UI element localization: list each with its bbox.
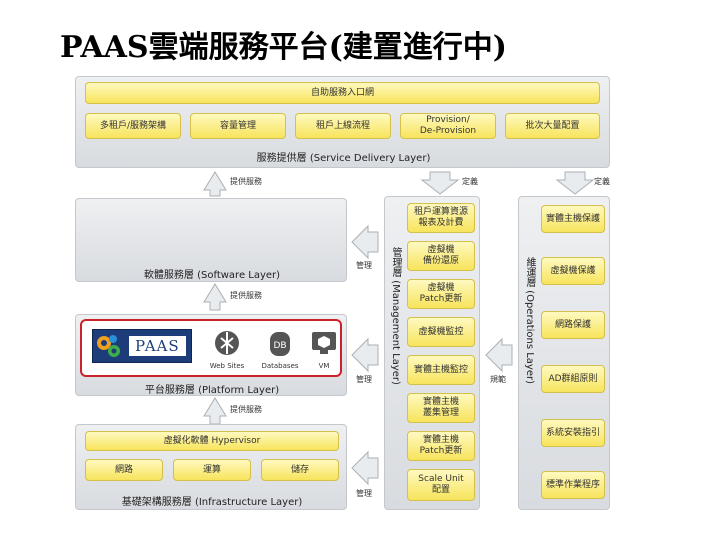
service-item-label: 容量管理 (219, 120, 256, 131)
operations-layer: 維運層 (Operations Layer) 實體主機保護 虛擬機保護 網路保護… (518, 196, 610, 510)
service-item: 批次大量配置 (505, 113, 600, 139)
operations-item-label: 標準作業程序 (545, 479, 600, 490)
left-arrow-platform (351, 337, 379, 373)
vm-icon (312, 332, 336, 354)
infra-item-label: 網路 (114, 464, 133, 475)
operations-item: AD群組原則 (541, 365, 605, 393)
operations-item-label: 網路保護 (554, 319, 591, 330)
management-item: 實體主機 叢集管理 (407, 393, 475, 423)
management-item-label: 租戶運算資源 報表及計費 (413, 207, 468, 228)
infrastructure-layer: 虛擬化軟體 Hypervisor 網路 運算 儲存 基礎架構服務層 (Infra… (75, 424, 347, 510)
service-item-label: Provision/ De-Provision (419, 115, 477, 136)
vm-tile: VM (306, 328, 342, 370)
vm-label: VM (318, 362, 330, 370)
operations-item: 系統安裝指引 (541, 419, 605, 447)
infra-item: 運算 (173, 459, 251, 481)
operations-item: 標準作業程序 (541, 471, 605, 499)
up-arrow-3 (203, 397, 227, 425)
platform-layer-label: 平台服務層 (Platform Layer) (144, 385, 280, 396)
service-item-label: 多租戶/服務架構 (99, 120, 167, 131)
infra-item-label: 運算 (202, 464, 221, 475)
management-item-label: 虛擬機監控 (418, 326, 464, 337)
management-item: 虛擬機監控 (407, 317, 475, 347)
provide-service-label: 提供服務 (230, 405, 262, 414)
infra-item: 網路 (85, 459, 163, 481)
web-sites-icon (215, 331, 239, 355)
paas-label: PAAS (129, 336, 186, 356)
manage-label: 管理 (356, 375, 372, 384)
service-item-label: 批次大量配置 (525, 120, 580, 131)
left-arrow-infra (351, 450, 379, 486)
page-title: PAAS雲端服務平台(建置進行中) (60, 30, 507, 65)
web-sites-tile: Web Sites (207, 328, 247, 370)
down-arrow-operations (555, 171, 595, 195)
provide-service-label: 提供服務 (230, 291, 262, 300)
management-layer: 管理層 (Management Layer) 租戶運算資源 報表及計費 虛擬機 … (384, 196, 480, 510)
operations-item-label: 系統安裝指引 (545, 427, 600, 438)
operations-item-label: 虛擬機保護 (550, 265, 596, 276)
management-item: 虛擬機 Patch更新 (407, 279, 475, 309)
service-item-label: 租戶上線流程 (315, 120, 370, 131)
operations-item-label: 實體主機保護 (545, 213, 600, 224)
web-sites-label: Web Sites (209, 362, 245, 370)
databases-label: Databases (261, 362, 299, 370)
service-layer-label: 服務提供層 (Service Delivery Layer) (256, 153, 431, 164)
infrastructure-layer-label: 基礎架構服務層 (Infrastructure Layer) (121, 497, 303, 508)
up-arrow-1 (203, 171, 227, 197)
provide-service-label: 提供服務 (230, 177, 262, 186)
management-item: 虛擬機 備份還原 (407, 241, 475, 271)
management-item: 租戶運算資源 報表及計費 (407, 203, 475, 233)
management-item-label: 實體主機 Patch更新 (419, 435, 463, 456)
service-item: 租戶上線流程 (295, 113, 391, 139)
management-item-label: 虛擬機 Patch更新 (419, 283, 463, 304)
software-layer: 軟體服務層 (Software Layer) (75, 198, 347, 282)
platform-layer: PAAS Web Sites DB Databases VM 平台服務層 ( (75, 314, 347, 396)
left-arrow-guide (485, 337, 513, 373)
service-item: 容量管理 (190, 113, 286, 139)
management-item: 實體主機監控 (407, 355, 475, 385)
up-arrow-2 (203, 283, 227, 311)
operations-layer-label: 維運層 (Operations Layer) (524, 257, 535, 385)
gear-icon (97, 335, 120, 357)
management-item-label: 實體主機 叢集管理 (422, 397, 459, 418)
manage-label: 管理 (356, 489, 372, 498)
self-service-portal-label: 自助服務入口網 (310, 87, 374, 98)
management-item-label: 實體主機監控 (413, 364, 468, 375)
databases-tile: DB Databases (260, 328, 300, 370)
self-service-portal: 自助服務入口網 (85, 82, 600, 104)
management-item: 實體主機 Patch更新 (407, 431, 475, 461)
software-layer-label: 軟體服務層 (Software Layer) (143, 270, 281, 281)
service-delivery-layer: 自助服務入口網 多租戶/服務架構 容量管理 租戶上線流程 Provision/ … (75, 76, 610, 168)
guide-label: 規範 (490, 375, 506, 384)
left-arrow-software (351, 224, 379, 260)
operations-item: 虛擬機保護 (541, 257, 605, 285)
paas-highlight-box: PAAS Web Sites DB Databases VM (80, 319, 342, 377)
operations-item: 網路保護 (541, 311, 605, 339)
management-item-label: 虛擬機 備份還原 (422, 245, 459, 266)
databases-icon: DB (270, 332, 290, 356)
operations-item-label: AD群組原則 (548, 373, 598, 384)
define-label: 定義 (462, 177, 478, 186)
infra-item-label: 儲存 (290, 464, 309, 475)
manage-label: 管理 (356, 261, 372, 270)
paas-banner: PAAS (92, 329, 192, 363)
hypervisor-box: 虛擬化軟體 Hypervisor (85, 431, 339, 451)
management-item: Scale Unit 配置 (407, 469, 475, 501)
define-label: 定義 (594, 177, 610, 186)
management-item-label: Scale Unit 配置 (418, 474, 464, 495)
databases-glyph: DB (273, 341, 286, 351)
service-item: 多租戶/服務架構 (85, 113, 181, 139)
management-layer-label: 管理層 (Management Layer) (390, 247, 401, 385)
service-item: Provision/ De-Provision (400, 113, 496, 139)
down-arrow-management (420, 171, 460, 195)
operations-item: 實體主機保護 (541, 205, 605, 233)
hypervisor-label: 虛擬化軟體 Hypervisor (163, 435, 261, 446)
infra-item: 儲存 (261, 459, 339, 481)
